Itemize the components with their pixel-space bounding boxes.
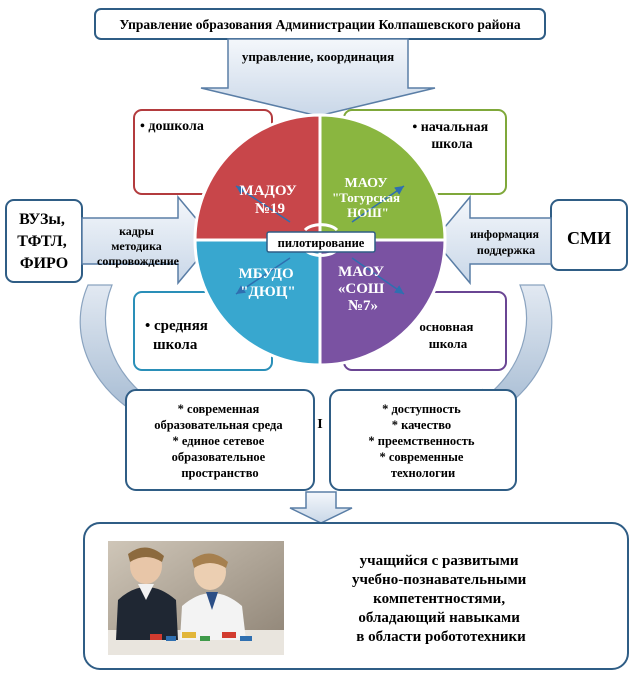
left-side-arrow: кадры методика сопровождение	[81, 194, 215, 286]
center-label-box	[266, 231, 376, 253]
pointer-arrow-bottom-right	[351, 257, 405, 295]
right-partner-label: СМИ	[567, 228, 611, 248]
left-partners-label: ВУЗы, ТФТЛ, ФИРО	[17, 211, 70, 272]
left-partners-box: ВУЗы, ТФТЛ, ФИРО	[5, 199, 83, 283]
right-partner-box: СМИ	[550, 199, 628, 271]
pointer-arrow-top-left	[235, 185, 291, 223]
top-down-arrow: управление, координация	[200, 38, 436, 117]
quadrant-label-sosh7: МАОУ «СОШ №7»	[338, 264, 388, 314]
result-box: учащийся с развитыми учебно-познавательн…	[83, 522, 629, 670]
header-title: Управление образования Администрации Кол…	[119, 17, 521, 32]
circle-quadrant-dyuts	[193, 238, 322, 367]
cycle-arrow-top-icon	[303, 223, 339, 232]
bottom-down-arrow	[289, 491, 353, 524]
circle-quadrant-togur-nosh	[318, 113, 447, 242]
middle-left-text: * современная образовательная среда * ед…	[154, 402, 286, 480]
circle-quadrant-sosh7	[318, 238, 447, 367]
middle-right-text: * доступность * качество * преемственнос…	[368, 402, 477, 480]
right-arrow-label: информация поддержка	[470, 227, 542, 257]
quadrant-label-madou: МАДОУ №19	[240, 183, 301, 217]
middle-right-box: * доступность * качество * преемственнос…	[329, 389, 517, 491]
right-side-arrow: информация поддержка	[433, 194, 552, 286]
students-photo	[108, 541, 284, 655]
header-box: Управление образования Администрации Кол…	[94, 8, 546, 40]
middle-left-box: * современная образовательная среда * ед…	[125, 389, 315, 491]
result-text: учащийся с развитыми учебно-познавательн…	[352, 553, 530, 645]
corner-top-right-label: • начальная школа	[412, 120, 491, 152]
pointer-arrow-top-right	[351, 185, 405, 223]
corner-top-left-label: • дошкола	[140, 119, 204, 134]
corner-bottom-left-label: • средняя школа	[145, 318, 212, 353]
corner-bottom-right-label: основная школа	[419, 319, 476, 351]
quadrant-label-togur-nosh: МАОУ "Тогурская НОШ"	[332, 174, 404, 220]
quadrant-label-dyuts: МБУДО "ДЮЦ"	[239, 266, 298, 300]
circle-quadrant-madou	[193, 113, 322, 242]
institutions-circle: МАДОУ №19 МАОУ "Тогурская НОШ" МБУДО "ДЮ…	[193, 113, 447, 367]
center-label: пилотирование	[278, 236, 365, 250]
header-subtitle: управление, координация	[242, 49, 394, 64]
left-arrow-label: кадры методика сопровождение	[97, 224, 180, 268]
middle-separator: I	[317, 417, 322, 432]
pointer-arrow-bottom-left	[235, 257, 291, 295]
